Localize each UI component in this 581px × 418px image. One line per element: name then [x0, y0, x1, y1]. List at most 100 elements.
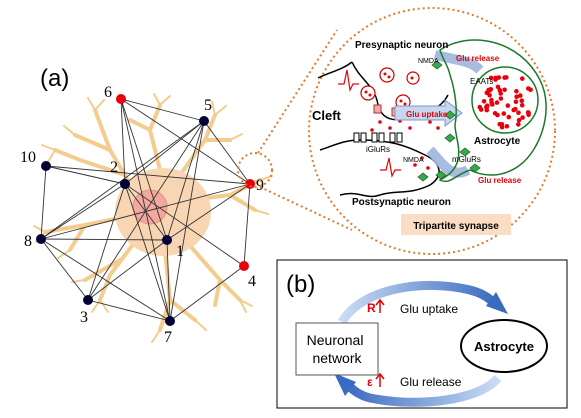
astrocyte-granule [481, 99, 487, 104]
astrocyte-granule [519, 103, 525, 108]
astrocyte-granule [519, 98, 525, 103]
astrocyte-granule [477, 104, 483, 110]
graph-node-1 [162, 235, 172, 245]
graph-edge-2-1 [124, 183, 168, 241]
graph-edge-3-7 [87, 299, 171, 322]
graph-edge-8-3 [40, 238, 89, 301]
graph-node-8 [36, 234, 46, 244]
graph-edge-5-3 [87, 120, 205, 301]
eps-symbol: ε [367, 375, 373, 389]
astrocyte-granule [520, 76, 525, 81]
astrocyte-granule [495, 112, 500, 118]
astrocyte-granule [488, 75, 494, 81]
graph-node-7 [165, 316, 175, 326]
graph-edges [40, 98, 251, 322]
neuronal-network-box [295, 322, 379, 376]
graph-edge-10-2 [45, 165, 126, 185]
glu-release-bottom-label: Glu release [478, 176, 522, 185]
postsynaptic-label: Postsynaptic neuron [352, 197, 451, 208]
graph-node-label-5: 5 [204, 97, 212, 114]
eps-up-arrow-icon [375, 372, 385, 387]
astrocyte-granule [516, 122, 521, 127]
graph-edge-9-8 [40, 183, 251, 240]
tripartite-label: Tripartite synapse [413, 221, 499, 232]
glu-uptake-arrow [394, 98, 463, 128]
astrocyte-granule [526, 112, 531, 118]
graph-node-label-6: 6 [104, 84, 112, 101]
astrocyte-granule [499, 124, 505, 130]
panel-a-label: (a) [40, 65, 69, 92]
astrocyte-b-label: Astrocyte [474, 339, 534, 354]
graph-edge-1-9 [166, 183, 251, 241]
graph-node-label-2: 2 [110, 159, 118, 176]
graph-node-2 [120, 179, 130, 189]
graph-edge-6-2 [120, 98, 126, 185]
mglurs-label: mGluRs [452, 155, 481, 164]
iglurs-receptors [353, 132, 403, 143]
astrocyte-granule [511, 107, 516, 113]
r-up-arrow-icon [375, 298, 385, 313]
astrocyte-granule [489, 100, 494, 105]
graph-edge-6-5 [120, 98, 205, 122]
astrocyte-synapse-label: Astrocyte [474, 136, 521, 147]
graph-node-label-4: 4 [248, 273, 256, 290]
astrocyte-granule [518, 93, 523, 98]
astrocyte-granule [495, 84, 501, 90]
astrocyte-granule [502, 75, 507, 80]
astrocyte-granule [520, 115, 525, 120]
glu-uptake-label: Glu uptake [406, 110, 448, 119]
astrocyte-granule [514, 94, 519, 99]
astrocyte-granule [494, 100, 500, 105]
astrocyte-granule [516, 110, 521, 116]
graph-edge-1-7 [166, 239, 171, 322]
graph-edge-2-8 [40, 183, 126, 240]
graph-node-label-7: 7 [164, 329, 172, 346]
panel-b-label: (b) [286, 271, 315, 298]
astrocyte-granule [486, 87, 491, 93]
tripartite-box [401, 214, 511, 235]
eaats-label: EAATs [470, 77, 493, 86]
astrocyte-process [438, 39, 547, 182]
cleft-label: Cleft [312, 108, 342, 123]
synapse-zoom: Presynaptic neuron Postsynaptic neuron C… [308, 7, 556, 255]
graph-edge-5-9 [203, 120, 251, 185]
glu-release-b-label: Glu release [400, 375, 462, 389]
r-symbol: R [367, 301, 376, 315]
astrocyte-node [460, 319, 548, 373]
astrocyte-granule [496, 75, 502, 80]
cycle-arrows [334, 280, 508, 407]
astrocyte-granule [504, 124, 510, 129]
graph-edge-7-4 [169, 265, 245, 322]
graph-edge-6-7 [120, 98, 171, 322]
eaat-transporters [417, 60, 481, 182]
graph-edge-6-9 [120, 98, 251, 185]
presynaptic-label: Presynaptic neuron [355, 40, 448, 51]
graph-node-label-8: 8 [24, 233, 32, 250]
graph-edge-10-9 [45, 165, 251, 185]
astrocyte-granule [487, 93, 492, 98]
graph-edge-1-3 [87, 239, 168, 301]
astrocyte-granule [502, 87, 507, 93]
graph-edge-8-7 [40, 238, 171, 322]
graph-edge-5-7 [169, 120, 205, 322]
graph-node-6 [116, 94, 126, 104]
zoom-indicator [237, 29, 353, 231]
nmda-bottom-label: NMDA [403, 157, 424, 164]
astrocyte-granule [514, 89, 519, 94]
graph-node-label-1: 1 [176, 243, 184, 260]
astrocyte-granule [501, 111, 507, 116]
glu-release-top-label: Glu release [456, 54, 500, 63]
graph-edge-5-1 [166, 120, 205, 241]
astrocyte-granule [526, 86, 531, 91]
graph-edge-10-8 [40, 165, 47, 240]
astrocyte-granule [513, 99, 519, 104]
graph-node-9 [245, 179, 255, 189]
graph-edge-5-2 [124, 120, 205, 185]
graph-edge-8-1 [40, 238, 168, 241]
graph-node-10 [41, 161, 51, 171]
astrocyte-granule [506, 114, 512, 120]
graph-node-3 [83, 295, 93, 305]
astrocyte-granule [516, 117, 522, 123]
graph-edge-2-7 [124, 183, 171, 322]
nmda-top-label: NMDA [418, 58, 439, 65]
